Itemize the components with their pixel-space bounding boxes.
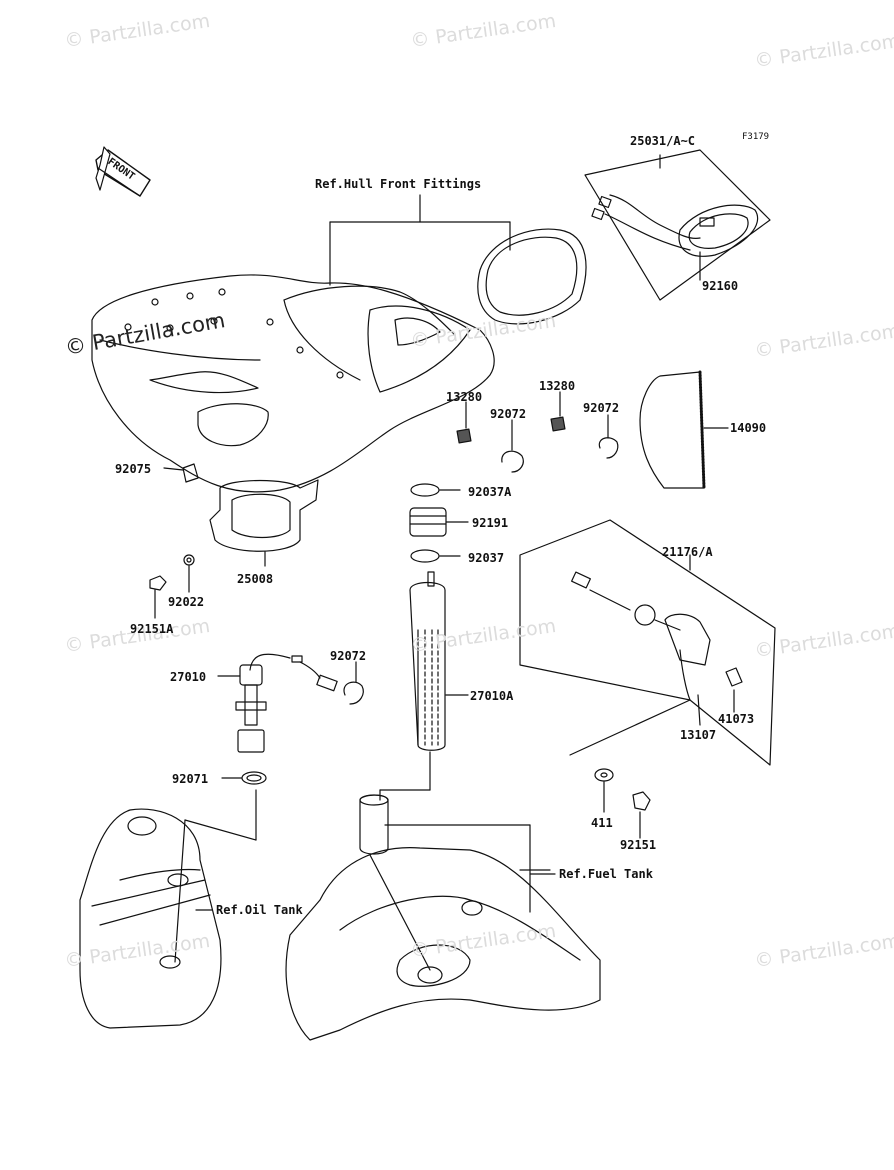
front-arrow-icon [95, 146, 151, 197]
ref-hull-front-label: Ref.Hull Front Fittings [315, 177, 482, 191]
oil-gauge-stack [217, 653, 338, 785]
part-label-25008: 25008 [237, 572, 274, 586]
meter-harness-box [584, 149, 771, 301]
ref-fuel-tank-label: Ref.Fuel Tank [559, 867, 653, 881]
part-label-13107: 13107 [680, 728, 717, 742]
side-cover-part [639, 370, 729, 490]
part-label-27010A: 27010A [470, 689, 514, 703]
sender-fasteners [569, 699, 691, 839]
washer-bolt-parts [149, 554, 195, 619]
part-label-92075: 92075 [115, 462, 152, 476]
oil-tank-shape [79, 789, 257, 1029]
fuel-pump-stack [379, 483, 469, 801]
hull-ref-bracket [329, 194, 511, 286]
part-label-25031: 25031/A~C [630, 134, 696, 148]
part-label-92191: 92191 [472, 516, 509, 530]
part-label-92037: 92037 [468, 551, 505, 565]
clip-parts [343, 414, 619, 705]
part-label-14090: 14090 [730, 421, 767, 435]
part-label-13280: 13280 [539, 379, 576, 393]
part-label-92071: 92071 [172, 772, 209, 786]
part-label-92072: 92072 [583, 401, 620, 415]
fuel-sender-box [519, 519, 776, 766]
part-label-411: 411 [591, 816, 613, 830]
part-label-92072: 92072 [330, 649, 367, 663]
ref-oil-tank-label: Ref.Oil Tank [216, 903, 303, 917]
part-label-92037A: 92037A [468, 485, 512, 499]
pad-parts [456, 391, 566, 444]
part-label-92151: 92151 [620, 838, 657, 852]
part-label-92151A: 92151A [130, 622, 174, 636]
part-label-92160: 92160 [702, 279, 739, 293]
part-label-92072: 92072 [490, 407, 527, 421]
small-rubber-part [163, 463, 199, 483]
part-label-41073: 41073 [718, 712, 755, 726]
part-label-92022: 92022 [168, 595, 205, 609]
bracket-part [209, 479, 319, 567]
fuel-tank-shape [285, 794, 601, 1041]
part-label-21176: 21176/A [662, 545, 713, 559]
hull-cover-shape [91, 228, 587, 493]
part-label-27010: 27010 [170, 670, 207, 684]
part-label-13280: 13280 [446, 390, 483, 404]
figure-code: F3179 [742, 132, 770, 142]
